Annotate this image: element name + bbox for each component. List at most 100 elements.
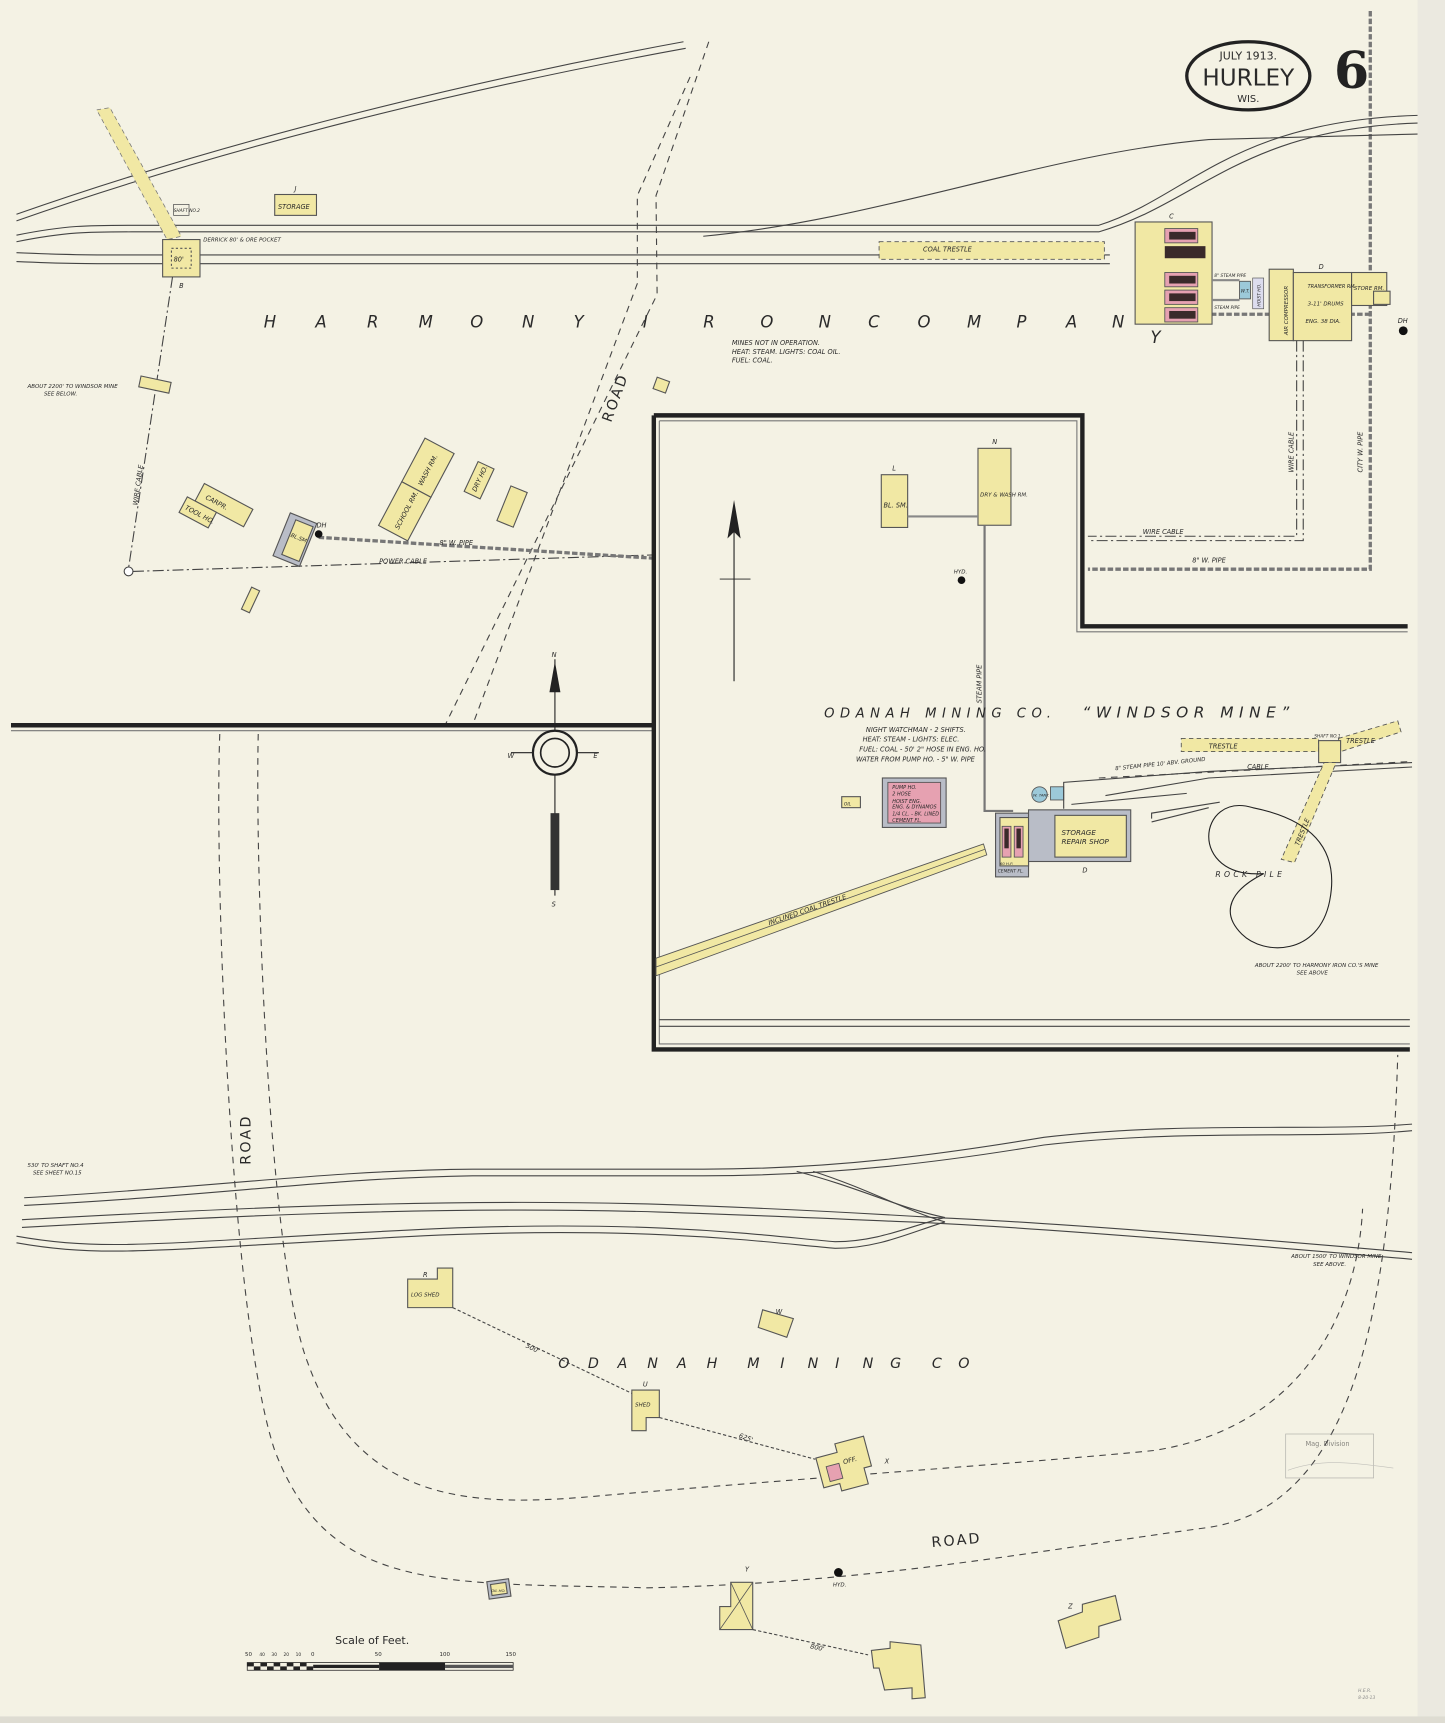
inclined-trestle-rail (655, 849, 985, 968)
pencil-sketch: Mag. Division (1285, 1433, 1394, 1479)
scale-segment (286, 1662, 294, 1667)
lower-road-edge (218, 734, 1399, 1589)
road-edge-dashed (471, 76, 691, 726)
air-compressor-label: AIR COMPRESSOR (1284, 286, 1290, 336)
coal-trestle-label: COAL TRESTLE (923, 246, 973, 254)
note-line: NIGHT WATCHMAN - 2 SHIFTS. (866, 726, 966, 734)
page-bottom-edge (0, 1716, 1445, 1723)
track (16, 1221, 946, 1252)
blacksmith-building-f: BL.SM. (272, 512, 318, 568)
scale-segment (267, 1666, 274, 1671)
north-arrow-head (727, 499, 741, 539)
note-line: HEAT: STEAM - LIGHTS: ELEC. (863, 736, 960, 744)
building-letter-n: N (992, 438, 997, 446)
transformer-room (1292, 271, 1353, 342)
log-shed (407, 1267, 454, 1309)
air-compressor-room (1268, 268, 1294, 342)
oil-label: OIL (844, 801, 852, 807)
company-letter: I (835, 1356, 841, 1372)
building-letter-z: Z (1067, 1603, 1073, 1611)
building-letter-y: Y (745, 1565, 750, 1573)
company-letter: I (780, 1356, 786, 1372)
office-vault (825, 1462, 844, 1483)
power-cable (132, 554, 654, 572)
company-letter: H (264, 312, 279, 331)
track (796, 1170, 946, 1219)
title-state: WIS. (1237, 94, 1259, 105)
compass-w: W (508, 752, 515, 760)
initials-line1: H.E.R. (1358, 1688, 1371, 1694)
dry-house (463, 460, 495, 500)
rock-pile (1208, 805, 1333, 949)
note-line: MINES NOT IN OPERATION. (732, 339, 820, 347)
distance-line (659, 1416, 816, 1460)
track (812, 1170, 946, 1223)
note-line: WATER FROM PUMP HO. - 5" W. PIPE (856, 756, 976, 764)
sketch-box (1285, 1433, 1374, 1479)
compass-rose: N S E W (508, 651, 599, 909)
building-letter-r: R (423, 1271, 428, 1279)
shed-u: SHED U (631, 1381, 660, 1432)
boiler-core (1016, 828, 1021, 849)
lower-railroad-tracks (16, 1123, 1413, 1260)
note-line: HEAT: STEAM. LIGHTS: COAL OIL. (732, 348, 841, 356)
pump-house: PUMP HO. 2 HOSE HOIST ENG. ENG. & DYNAMO… (881, 777, 947, 828)
compass-e: E (593, 752, 598, 760)
title-date: JULY 1913. (1219, 49, 1278, 62)
blacksmith-shop (880, 474, 909, 528)
boiler-core (1169, 293, 1196, 302)
blacksmith-inner (281, 519, 314, 563)
track (16, 252, 1110, 256)
building-letter-d: D (1319, 263, 1324, 271)
small-building (138, 375, 172, 394)
storage-label: STORAGE (278, 203, 311, 211)
shed (631, 1389, 660, 1432)
windsor-cable-label: CABLE (1247, 763, 1269, 771)
hydrant-windsor-label: HYD. (954, 570, 968, 576)
company-letter: H (707, 1356, 720, 1372)
wire-cable-label: WIRE CABLE (1287, 431, 1295, 473)
company-letter: O (760, 312, 775, 331)
building-letter-c: C (1169, 213, 1174, 221)
company-letter: G (890, 1356, 903, 1372)
coal-trestle (878, 241, 1105, 260)
hydrant-dh-label: DH (1398, 317, 1408, 325)
harmony-notes: MINES NOT IN OPERATION. HEAT: STEAM. LIG… (732, 339, 841, 365)
eng-label: ENG. 38 DIA. (1305, 319, 1341, 325)
compass-s: S (552, 901, 556, 909)
windsor-cable (1098, 760, 1413, 779)
boiler (1164, 246, 1206, 259)
steam-pipe-vertical-label: STEAM PIPE (975, 664, 983, 703)
hydrant-windsor (957, 576, 966, 585)
scale-segment (379, 1662, 446, 1671)
water-pipe-8in (318, 535, 654, 560)
company-letter: O (958, 1356, 971, 1372)
track (16, 47, 686, 222)
about-windsor-lower-line1: ABOUT 1500' TO WINDSOR MINE (1290, 1254, 1382, 1260)
scale-title: Scale of Feet. (335, 1634, 409, 1647)
sketch-scribble (1287, 1462, 1394, 1471)
shaft4-line2: SEE SHEET NO.15 (33, 1171, 82, 1177)
compass-needle-north (549, 661, 561, 693)
track (16, 1216, 946, 1246)
building-y-cross (719, 1582, 754, 1630)
building-letter-o: D (1082, 866, 1087, 874)
oil-house-label: OIL HO. (491, 1588, 505, 1593)
lower-road-vertical-label: ROAD (239, 1114, 255, 1164)
office-label: OFF. (842, 1455, 858, 1466)
company-letter: A (617, 1356, 630, 1372)
city-8in-pipe-label: 8" W. PIPE (1192, 557, 1226, 565)
scale-tick: 0 (311, 1652, 315, 1658)
scale-segment (260, 1662, 268, 1667)
building-letter-b: B (179, 282, 184, 290)
distance-line (452, 1307, 633, 1394)
water-tank-windsor (1031, 786, 1048, 803)
note-line: FUEL: COAL. (732, 357, 773, 365)
pump-ho-line: ENG. & DYNAMOS (892, 805, 936, 811)
pump-house-brick (887, 781, 942, 824)
company-letter: R (367, 312, 381, 331)
about-harmony-line1: ABOUT 2200' TO HARMONY IRON CO.'S MINE (1254, 963, 1379, 969)
steam-pipe-label: STEAM PIPE (1214, 305, 1240, 311)
distance-800: 800' (809, 1642, 825, 1653)
track (21, 1209, 1413, 1260)
